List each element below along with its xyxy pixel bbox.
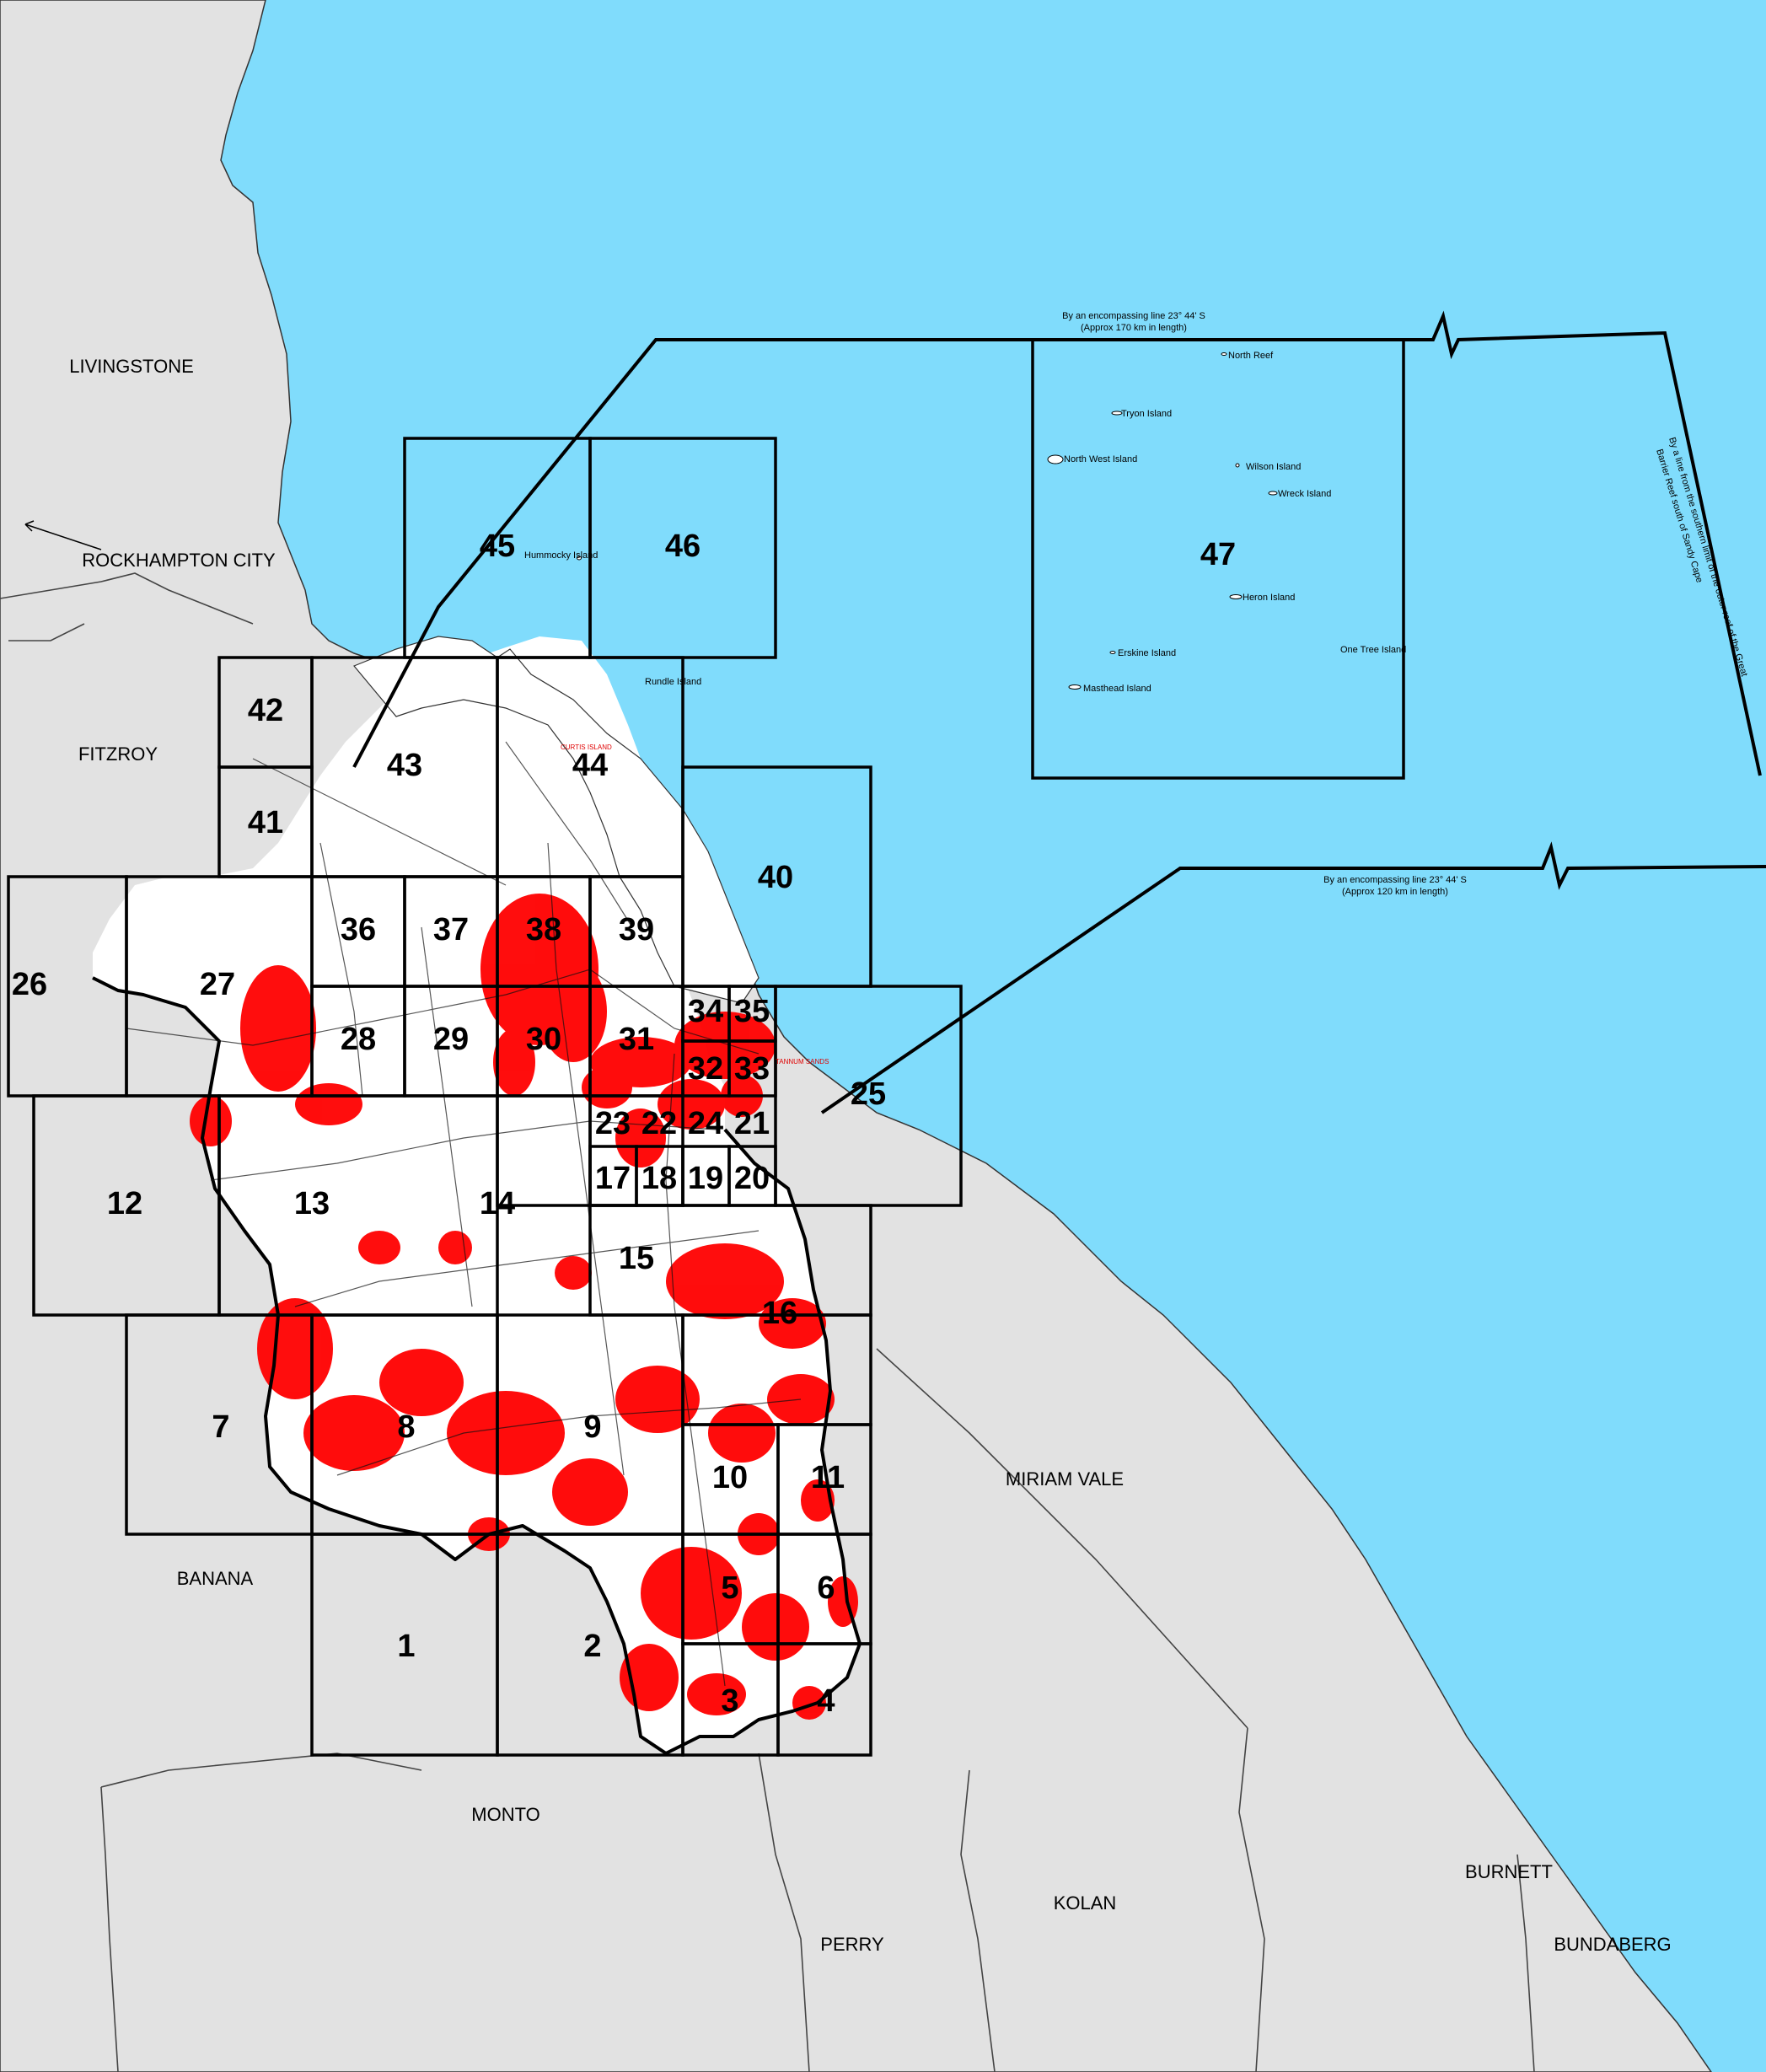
sheet-number: 4 bbox=[817, 1683, 835, 1719]
sheet-number: 1 bbox=[397, 1629, 415, 1664]
sheet-number: 10 bbox=[712, 1460, 748, 1495]
island-label-wreck: Wreck Island bbox=[1278, 489, 1331, 499]
sheet-number: 12 bbox=[107, 1186, 142, 1221]
sheet-number: 35 bbox=[734, 994, 770, 1029]
region-label-fitzroy: FITZROY bbox=[78, 743, 158, 765]
map-sheet-grid bbox=[7, 338, 1405, 1757]
sheet-number: 3 bbox=[721, 1683, 738, 1719]
sheet-number: 43 bbox=[387, 748, 422, 783]
lga-boundaries bbox=[0, 572, 1535, 2072]
sheet-number: 40 bbox=[758, 860, 793, 895]
sheet-number: 37 bbox=[433, 912, 469, 947]
curtis-island bbox=[353, 636, 760, 1004]
island-label-rundle: Rundle Island bbox=[645, 677, 701, 687]
north-line-length: (Approx 170 km in length) bbox=[1081, 323, 1187, 333]
sheet-numbers: 1 2 3 4 5 6 7 8 9 10 11 12 13 14 15 16 1… bbox=[12, 529, 1236, 1719]
north-line-annotation: By an encompassing line 23° 44' S bbox=[1062, 311, 1205, 321]
region-label-bundaberg: BUNDABERG bbox=[1554, 1934, 1671, 1955]
island-label-one-tree: One Tree Island bbox=[1340, 645, 1406, 655]
south-line-annotation: By an encompassing line 23° 44' S bbox=[1323, 875, 1467, 885]
sheet-number: 5 bbox=[721, 1570, 738, 1606]
sheet-number: 45 bbox=[480, 529, 515, 564]
sheet-number: 6 bbox=[817, 1570, 835, 1606]
road-network bbox=[126, 741, 802, 1687]
place-label-curtis-island: CURTIS ISLAND bbox=[561, 743, 612, 751]
sheet-number: 24 bbox=[688, 1106, 723, 1141]
sheet-number: 31 bbox=[619, 1022, 654, 1057]
region-label-burnett: BURNETT bbox=[1465, 1861, 1553, 1882]
sheet-number: 41 bbox=[248, 805, 283, 840]
region-label-miriam-vale: MIRIAM VALE bbox=[1006, 1468, 1124, 1490]
sheet-number: 27 bbox=[200, 967, 235, 1002]
rockhampton-arrow bbox=[24, 520, 102, 550]
south-line-length: (Approx 120 km in length) bbox=[1342, 887, 1448, 897]
region-label-rockhampton-city: ROCKHAMPTON CITY bbox=[82, 550, 276, 571]
region-label-kolan: KOLAN bbox=[1054, 1892, 1117, 1914]
island-label-heron: Heron Island bbox=[1243, 593, 1295, 603]
sheet-number: 21 bbox=[734, 1106, 770, 1141]
sheet-number: 30 bbox=[526, 1022, 561, 1057]
sheet-number: 38 bbox=[526, 912, 561, 947]
sheet-number: 22 bbox=[641, 1106, 677, 1141]
island-label-masthead: Masthead Island bbox=[1083, 684, 1151, 694]
sheet-number: 47 bbox=[1200, 537, 1236, 572]
region-label-perry: PERRY bbox=[820, 1934, 884, 1955]
sheet-number: 46 bbox=[665, 529, 700, 564]
sheet-number: 34 bbox=[688, 994, 723, 1029]
sheet-number: 29 bbox=[433, 1022, 469, 1057]
sheet-number: 11 bbox=[811, 1460, 845, 1495]
small-place-labels: CURTIS ISLAND TANNUM SANDS bbox=[561, 743, 829, 1066]
sheet-number: 16 bbox=[762, 1296, 797, 1331]
sheet-number: 28 bbox=[341, 1022, 376, 1057]
region-label-livingstone: LIVINGSTONE bbox=[69, 356, 194, 377]
sheet-number: 39 bbox=[619, 912, 654, 947]
sheet-number: 19 bbox=[688, 1161, 723, 1196]
sheet-number: 44 bbox=[572, 748, 608, 783]
island-label-wilson: Wilson Island bbox=[1246, 462, 1301, 472]
island-markers bbox=[577, 352, 1278, 690]
island-labels: North Reef Tryon Island North West Islan… bbox=[524, 351, 1406, 694]
region-label-banana: BANANA bbox=[177, 1568, 254, 1589]
sheet-number: 18 bbox=[641, 1161, 677, 1196]
sheet-number: 36 bbox=[341, 912, 376, 947]
sheet-number: 26 bbox=[12, 967, 47, 1002]
sheet-number: 20 bbox=[734, 1161, 770, 1196]
sheet-number: 17 bbox=[595, 1161, 631, 1196]
sheet-number: 13 bbox=[294, 1186, 330, 1221]
shire-boundary bbox=[92, 976, 862, 1755]
place-label-tannum-sands: TANNUM SANDS bbox=[776, 1058, 829, 1066]
sheet-number: 9 bbox=[583, 1409, 601, 1445]
island-label-north-reef: North Reef bbox=[1228, 351, 1274, 361]
sheet-number: 7 bbox=[212, 1409, 229, 1445]
sheet-number: 33 bbox=[734, 1051, 770, 1087]
island-label-north-west: North West Island bbox=[1064, 454, 1137, 464]
sheet-number: 2 bbox=[583, 1629, 601, 1664]
island-label-erskine: Erskine Island bbox=[1118, 648, 1176, 658]
sheet-number: 32 bbox=[688, 1051, 723, 1087]
sheet-number: 25 bbox=[851, 1076, 886, 1112]
region-labels: LIVINGSTONE ROCKHAMPTON CITY FITZROY BAN… bbox=[69, 356, 1671, 1955]
sheet-number: 42 bbox=[248, 693, 283, 728]
offshore-boundary-lines bbox=[352, 310, 1766, 1114]
sheet-number: 23 bbox=[595, 1106, 631, 1141]
region-label-monto: MONTO bbox=[471, 1804, 539, 1825]
sheet-number: 14 bbox=[480, 1186, 515, 1221]
sheet-number: 15 bbox=[619, 1241, 654, 1276]
island-label-tryon: Tryon Island bbox=[1121, 409, 1172, 419]
sheet-number: 8 bbox=[397, 1409, 415, 1445]
island-label-hummocky: Hummocky Island bbox=[524, 550, 598, 561]
